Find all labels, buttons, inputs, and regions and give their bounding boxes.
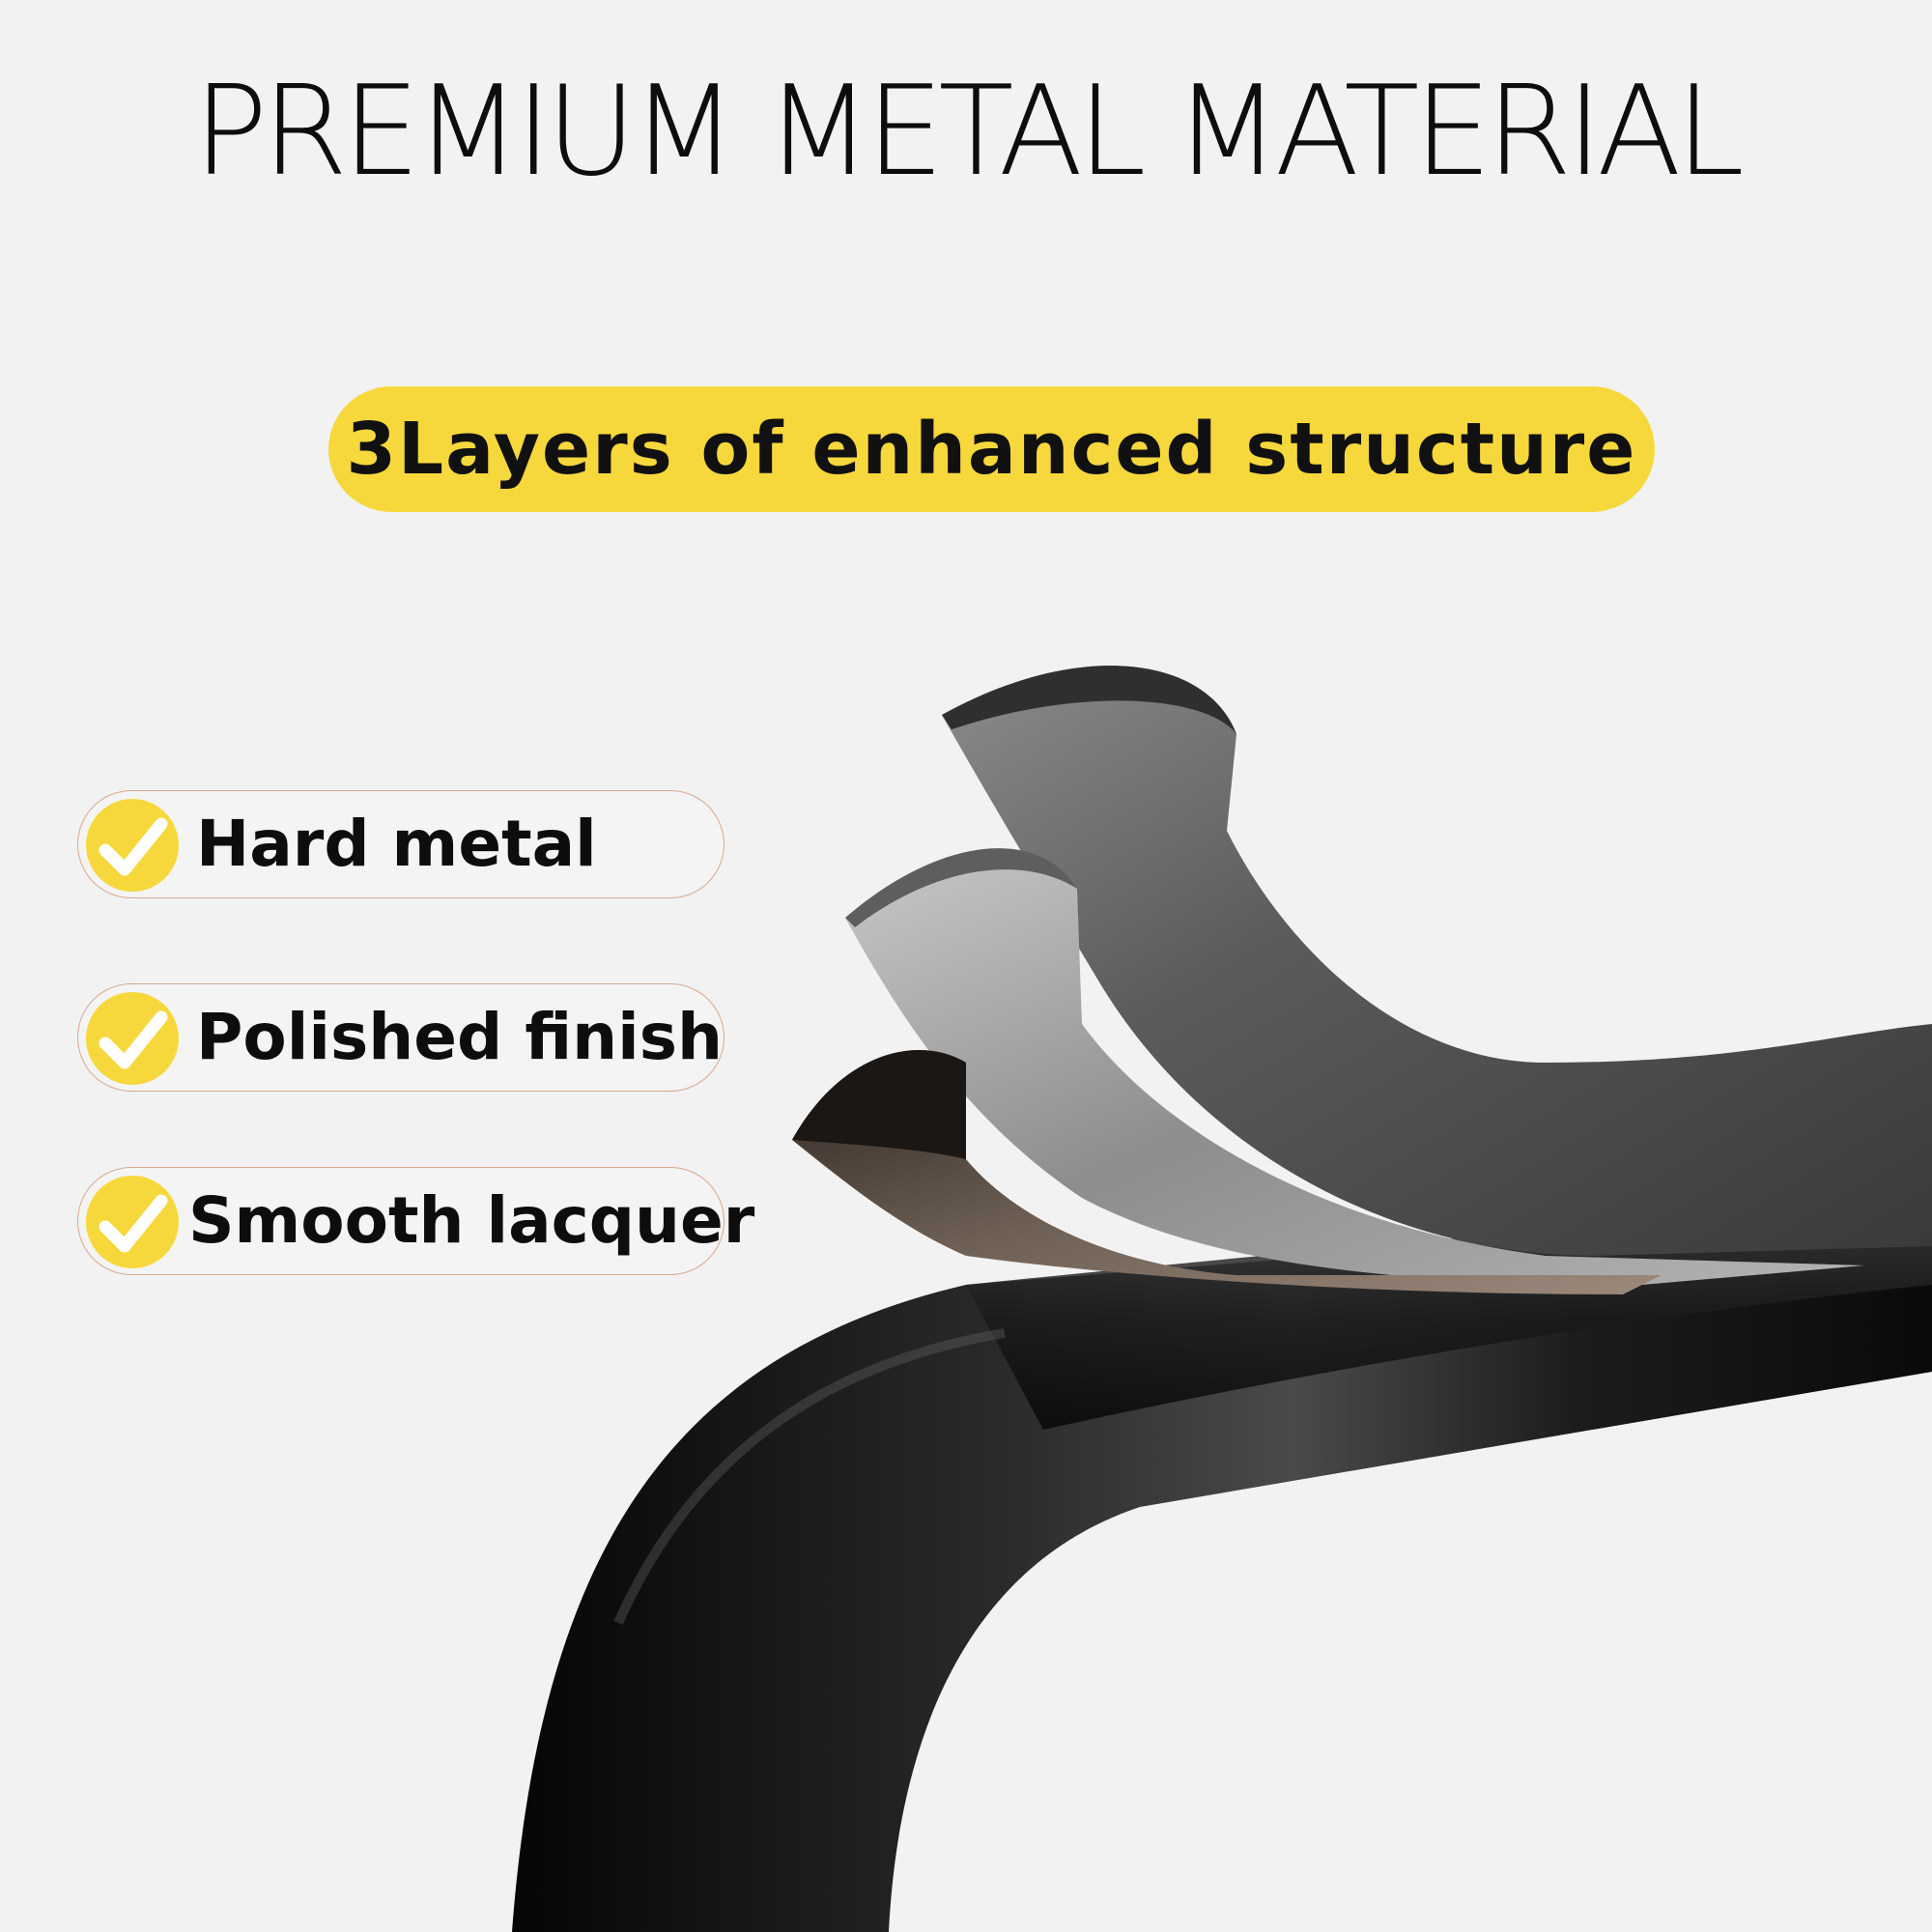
- structure-banner: 3Layers of enhanced structure: [328, 386, 1655, 512]
- feature-pill-smooth-lacquer: Smooth lacquer: [77, 1167, 754, 1275]
- banner-text: 3Layers of enhanced structure: [346, 408, 1637, 491]
- check-icon: [86, 799, 179, 892]
- check-icon: [86, 992, 179, 1085]
- feature-label: Hard metal: [196, 807, 597, 881]
- feature-label: Polished finish: [196, 1000, 724, 1074]
- check-icon: [86, 1176, 179, 1268]
- page-title: PREMIUM METAL MATERIAL: [193, 60, 1745, 204]
- feature-pill-polished-finish: Polished finish: [77, 983, 724, 1092]
- feature-label: Smooth lacquer: [188, 1183, 755, 1258]
- feature-pill-hard-metal: Hard metal: [77, 790, 724, 898]
